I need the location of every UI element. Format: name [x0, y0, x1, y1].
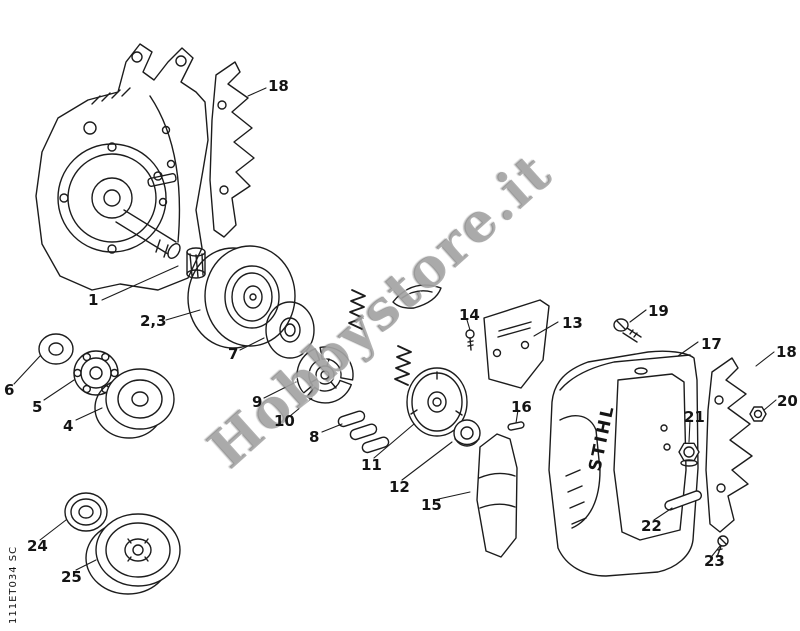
callout-4: 4 [63, 417, 74, 435]
part-chain-catcher [476, 433, 518, 558]
callout-leader-lines [13, 87, 777, 571]
callout-8: 8 [309, 428, 320, 446]
callout-15: 15 [421, 496, 442, 514]
callout-10: 10 [274, 412, 295, 430]
part-shoe-carrier [392, 284, 442, 309]
part-nut-21 [678, 442, 700, 467]
part-clutch-cover: STIHL [548, 350, 699, 577]
callout-23: 23 [704, 552, 725, 570]
callout-11: 11 [361, 456, 382, 474]
callout-1: 1 [88, 291, 99, 309]
callout-5: 5 [32, 398, 43, 416]
part-guide-plate [483, 299, 550, 389]
callout-22: 22 [641, 517, 662, 535]
part-washer-7 [265, 301, 315, 359]
callout-7: 7 [228, 345, 239, 363]
part-bumper-spike-top [209, 61, 255, 238]
part-bumper-spike-right [705, 357, 753, 533]
part-washer-24 [64, 492, 108, 532]
part-nut-20 [749, 406, 767, 422]
footer-code: 111ET034 SC [8, 545, 19, 624]
part-bearing-12 [453, 419, 481, 447]
callout-13: 13 [562, 314, 583, 332]
callout-17: 17 [701, 335, 722, 353]
callout-18-right: 18 [776, 343, 797, 361]
part-pin-22 [664, 490, 702, 511]
part-springs [348, 289, 412, 386]
part-clutch-drum [187, 245, 296, 349]
part-screw-14 [465, 329, 475, 351]
part-buffers [337, 410, 390, 454]
callout-6: 6 [4, 381, 15, 399]
callout-24: 24 [27, 537, 48, 555]
callout-20: 20 [777, 392, 798, 410]
part-crankcase [35, 43, 209, 291]
callout-9: 9 [252, 393, 263, 411]
part-screw-19 [613, 318, 642, 343]
callout-12: 12 [389, 478, 410, 496]
part-drum-4 [94, 368, 175, 439]
callout-19: 19 [648, 302, 669, 320]
callout-18-top: 18 [268, 77, 289, 95]
part-crankshaft [115, 209, 181, 259]
callout-2-3: 2,3 [140, 312, 167, 330]
callout-21: 21 [684, 408, 705, 426]
part-screw-23 [716, 535, 729, 558]
callout-14: 14 [459, 306, 480, 324]
part-rim-wheel-25 [85, 513, 181, 595]
part-clip-16 [507, 421, 525, 431]
part-needle-bearing [186, 247, 206, 279]
callout-25: 25 [61, 568, 82, 586]
part-ball-bearing-5 [73, 350, 119, 396]
part-washer-6 [38, 333, 74, 365]
callout-16: 16 [511, 398, 532, 416]
part-clutch-shoes [296, 346, 354, 404]
part-disc-11 [406, 367, 468, 437]
